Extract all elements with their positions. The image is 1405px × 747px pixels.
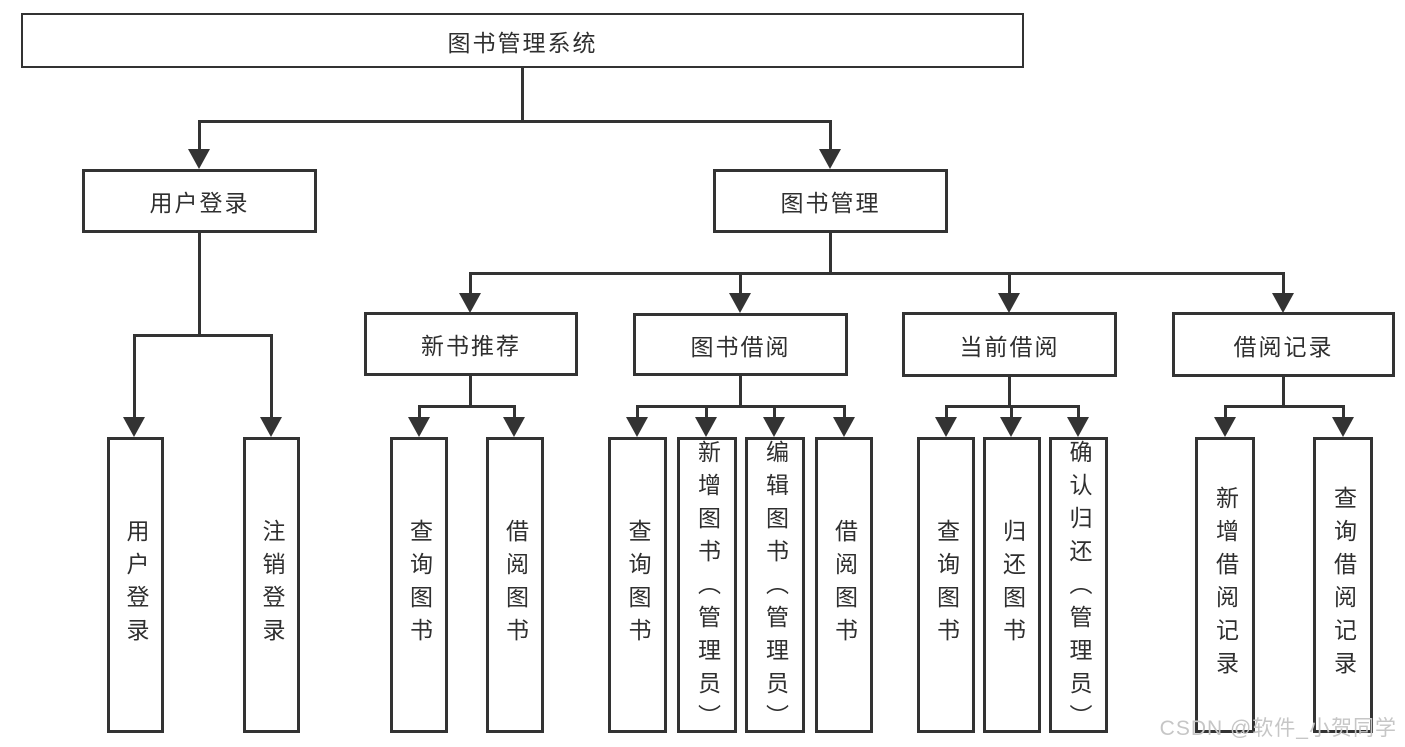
leaf-bb-borrow-books: 借阅图书 [815, 437, 873, 733]
arrow-down-icon-book-borrow-to-leaves-3 [833, 417, 855, 437]
node-current-borrowing: 当前借阅 [902, 312, 1117, 377]
leaf-br-query-record: 查询借阅记录 [1313, 437, 1373, 733]
arrow-down-icon-current-borrow-to-leaves-0 [935, 417, 957, 437]
leaf-user-login: 用户登录 [107, 437, 164, 733]
connector-drop-book-borrow-to-leaves-2 [772, 406, 776, 427]
leaf-bb-add-books-admin: 新增图书（管理员） [677, 437, 737, 737]
connector-bar-records-to-leaves [1223, 404, 1345, 408]
arrow-down-icon-book-mgmt-to-level3-1 [729, 293, 751, 313]
arrow-down-icon-book-mgmt-to-level3-0 [459, 293, 481, 313]
connector-drop-user-login-to-leaves-1 [269, 335, 273, 427]
leaf-bb-edit-books-admin: 编辑图书（管理员） [745, 437, 805, 737]
connector-drop-book-mgmt-to-level3-3 [1281, 273, 1285, 303]
connector-stem-new-rec-to-leaves [468, 376, 472, 406]
leaf-bb-query-books: 查询图书 [608, 437, 667, 733]
leaf-logout: 注销登录 [243, 437, 300, 733]
arrow-down-icon-new-rec-to-leaves-0 [408, 417, 430, 437]
connector-drop-book-borrow-to-leaves-3 [842, 406, 846, 427]
arrow-down-icon-new-rec-to-leaves-1 [503, 417, 525, 437]
connector-stem-book-borrow-to-leaves [738, 376, 742, 406]
connector-drop-user-login-to-leaves-0 [132, 335, 136, 427]
connector-drop-current-borrow-to-leaves-1 [1009, 406, 1013, 427]
node-root-library-management-system: 图书管理系统 [21, 13, 1024, 68]
arrow-down-icon-root-to-level2-1 [819, 149, 841, 169]
connector-drop-book-mgmt-to-level3-2 [1007, 273, 1011, 303]
connector-drop-records-to-leaves-0 [1223, 406, 1227, 427]
node-new-book-recommendation: 新书推荐 [364, 312, 578, 376]
connector-drop-book-mgmt-to-level3-0 [468, 273, 472, 303]
arrow-down-icon-records-to-leaves-0 [1214, 417, 1236, 437]
connector-bar-root-to-level2 [197, 119, 832, 123]
connector-stem-book-mgmt-to-level3 [828, 233, 832, 273]
connector-drop-records-to-leaves-1 [1341, 406, 1345, 427]
connector-drop-current-borrow-to-leaves-0 [944, 406, 948, 427]
connector-bar-new-rec-to-leaves [417, 404, 516, 408]
connector-drop-current-borrow-to-leaves-2 [1076, 406, 1080, 427]
connector-drop-book-borrow-to-leaves-0 [635, 406, 639, 427]
connector-bar-book-borrow-to-leaves [635, 404, 846, 408]
leaf-rec-borrow-books: 借阅图书 [486, 437, 544, 733]
connector-drop-book-borrow-to-leaves-1 [704, 406, 708, 427]
connector-drop-new-rec-to-leaves-0 [417, 406, 421, 427]
arrow-down-icon-book-mgmt-to-level3-3 [1272, 293, 1294, 313]
arrow-down-icon-book-borrow-to-leaves-0 [626, 417, 648, 437]
arrow-down-icon-current-borrow-to-leaves-2 [1067, 417, 1089, 437]
connector-stem-current-borrow-to-leaves [1007, 377, 1011, 406]
leaf-br-add-record: 新增借阅记录 [1195, 437, 1255, 733]
node-user-login: 用户登录 [82, 169, 317, 233]
connector-drop-new-rec-to-leaves-1 [512, 406, 516, 427]
node-book-management: 图书管理 [713, 169, 948, 233]
connector-bar-book-mgmt-to-level3 [468, 271, 1285, 275]
arrow-down-icon-book-mgmt-to-level3-2 [998, 293, 1020, 313]
connector-bar-user-login-to-leaves [132, 333, 273, 337]
csdn-watermark: CSDN @软件_小贺同学 [1159, 717, 1397, 740]
connector-drop-root-to-level2-1 [828, 121, 832, 159]
leaf-cb-return-books: 归还图书 [983, 437, 1041, 733]
leaf-cb-query-books: 查询图书 [917, 437, 975, 733]
arrow-down-icon-book-borrow-to-leaves-1 [695, 417, 717, 437]
connector-drop-book-mgmt-to-level3-1 [738, 273, 742, 303]
connector-stem-records-to-leaves [1281, 377, 1285, 406]
arrow-down-icon-records-to-leaves-1 [1332, 417, 1354, 437]
connector-stem-root-to-level2 [521, 68, 524, 121]
node-borrowing-records: 借阅记录 [1172, 312, 1395, 377]
connector-stem-user-login-to-leaves [197, 233, 201, 335]
arrow-down-icon-root-to-level2-0 [188, 149, 210, 169]
node-book-borrowing: 图书借阅 [633, 313, 848, 376]
arrow-down-icon-user-login-to-leaves-1 [260, 417, 282, 437]
connector-drop-root-to-level2-0 [197, 121, 201, 159]
arrow-down-icon-user-login-to-leaves-0 [123, 417, 145, 437]
arrow-down-icon-book-borrow-to-leaves-2 [763, 417, 785, 437]
arrow-down-icon-current-borrow-to-leaves-1 [1000, 417, 1022, 437]
leaf-cb-confirm-return-admin: 确认归还（管理员） [1049, 437, 1108, 737]
leaf-rec-query-books: 查询图书 [390, 437, 448, 733]
